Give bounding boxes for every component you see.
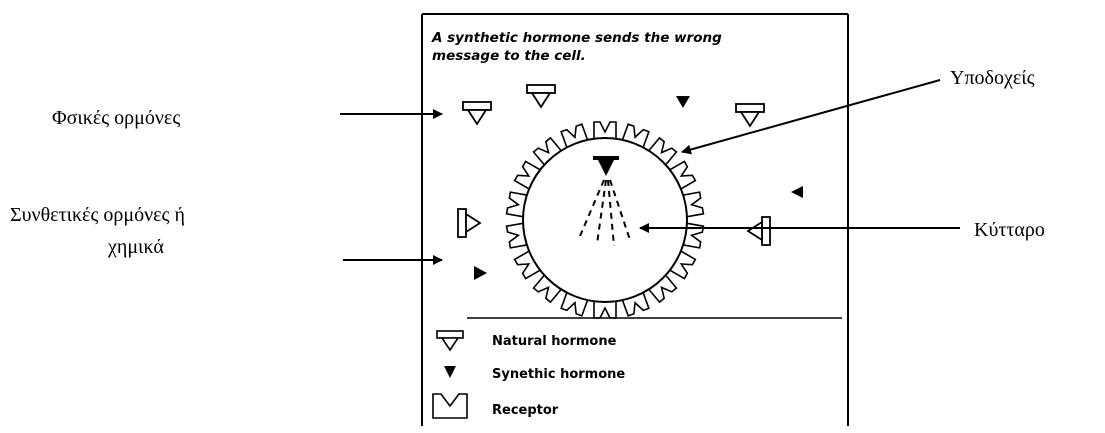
bound-top-bar [593, 156, 619, 160]
natural-hormone [463, 102, 491, 124]
natural-hormone-bound-right [748, 217, 770, 245]
legend: Natural hormone Synethic hormone Recepto… [433, 331, 625, 418]
natural-hormone [736, 104, 764, 126]
legend-receptor-icon [433, 394, 467, 418]
cell [507, 122, 704, 318]
legend-receptor-label: Receptor [492, 403, 559, 418]
legend-natural-label: Natural hormone [492, 334, 617, 349]
label-receptors: Υποδοχείς [950, 67, 1035, 89]
natural-hormone [458, 209, 480, 237]
label-synthetic-line-2: χημικά [107, 236, 164, 258]
synthetic-hormone [791, 186, 803, 198]
caption-line-2: message to the cell. [432, 48, 586, 64]
label-natural-hormones: Φσικές ορμόνες [52, 107, 180, 129]
legend-synthetic-label: Synethic hormone [492, 367, 625, 382]
natural-hormone [527, 85, 555, 107]
synthetic-hormone [474, 266, 487, 280]
caption-line-1: A synthetic hormone sends the wrong [431, 30, 722, 46]
arrow-receptors [682, 80, 940, 152]
legend-synthetic-icon [444, 366, 456, 378]
label-synthetic-line-1: Συνθετικές ορμόνες ή [10, 204, 185, 226]
legend-natural-icon [437, 331, 463, 350]
label-cell: Κύτταρο [974, 219, 1045, 241]
synthetic-hormone [676, 96, 690, 108]
